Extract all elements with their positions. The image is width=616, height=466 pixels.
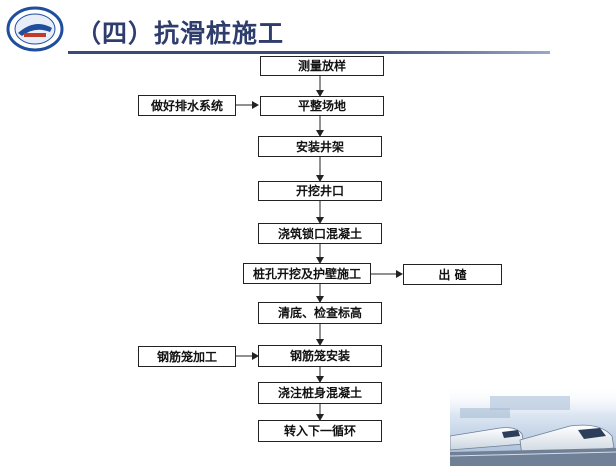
step-excavate-mouth: 开挖井口 [258, 181, 382, 201]
step-install-frame: 安装井架 [258, 136, 382, 157]
side-muck-removal: 出 碴 [403, 264, 502, 285]
school-logo [6, 6, 64, 52]
side-cage-fabrication: 钢筋笼加工 [138, 346, 236, 367]
step-excavate-wall: 桩孔开挖及护壁施工 [243, 263, 371, 284]
step-survey: 测量放样 [260, 56, 384, 76]
step-next-cycle: 转入下一循环 [258, 420, 382, 442]
step-level-site: 平整场地 [260, 96, 384, 116]
side-drainage: 做好排水系统 [138, 95, 236, 116]
train-image [450, 386, 616, 466]
step-cage-install: 钢筋笼安装 [258, 345, 382, 367]
step-pour-pile: 浇注桩身混凝土 [258, 382, 382, 404]
step-pour-collar: 浇筑锁口混凝土 [258, 223, 382, 244]
title-underline [68, 51, 550, 54]
page-title: （四）抗滑桩施工 [76, 19, 285, 48]
step-clean-check: 清底、检查标高 [258, 302, 382, 324]
